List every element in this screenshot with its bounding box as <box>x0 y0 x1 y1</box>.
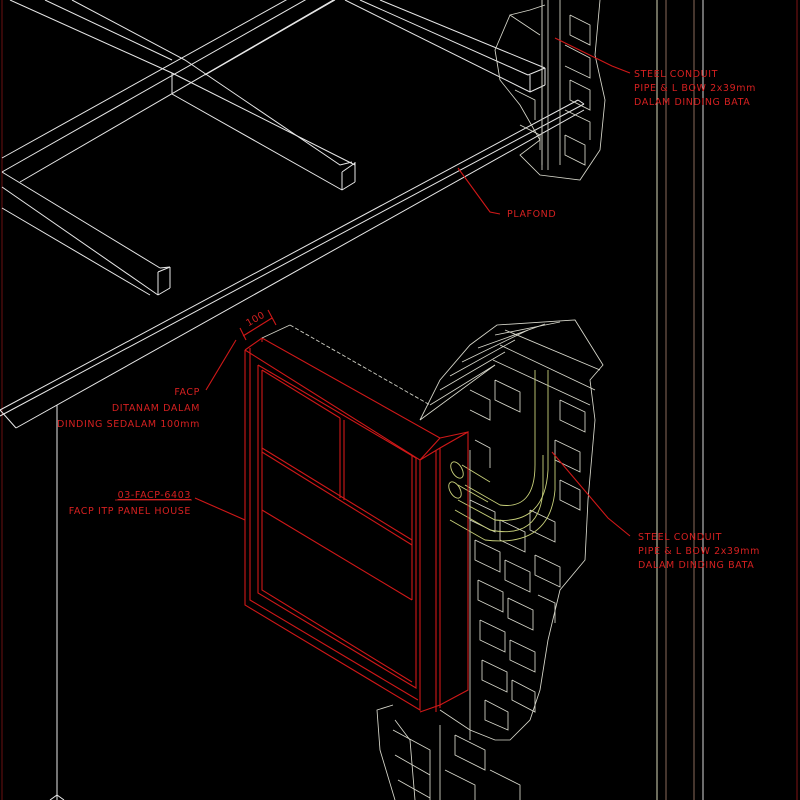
conduit-top-line2: PIPE & L BOW 2x39mm <box>634 83 756 94</box>
brick-wall-bottom <box>376 704 521 800</box>
panel-tag-name: FACP ITP PANEL HOUSE <box>69 506 191 517</box>
annotation-plafond: PLAFOND <box>507 209 556 220</box>
leader-lines <box>194 37 631 537</box>
conduit-bottom-line1: STEEL CONDUIT <box>638 532 722 543</box>
ceiling-joist-grid <box>1 0 546 296</box>
facp-depth-line3: DINDING SEDALAM 100mm <box>57 419 200 430</box>
plafond-label: PLAFOND <box>507 209 556 220</box>
facp-panel <box>244 324 469 713</box>
brick-wall-top <box>494 0 606 181</box>
dimension-100-label: 100 <box>244 310 267 329</box>
annotation-conduit-top: STEEL CONDUIT PIPE & L BOW 2x39mm DALAM … <box>634 69 756 108</box>
conduit-top-line3: DALAM DINDING BATA <box>634 97 750 108</box>
column-lines <box>656 0 798 800</box>
dimension-100: 100 <box>239 310 277 341</box>
plafond-ceiling-plane <box>0 99 585 429</box>
annotation-panel-tag: 03-FACP-6403 FACP ITP PANEL HOUSE <box>69 490 192 517</box>
brick-wall-middle <box>419 319 604 741</box>
wall-base-mark <box>49 794 65 800</box>
panel-tag-code: 03-FACP-6403 <box>118 490 191 501</box>
annotation-conduit-bottom: STEEL CONDUIT PIPE & L BOW 2x39mm DALAM … <box>638 532 760 571</box>
conduit-top-line1: STEEL CONDUIT <box>634 69 718 80</box>
annotation-facp-depth: FACP DITANAM DALAM DINDING SEDALAM 100mm <box>57 387 200 430</box>
facp-depth-line2: DITANAM DALAM <box>112 403 200 414</box>
facp-depth-line1: FACP <box>174 387 200 398</box>
conduit-bottom-line2: PIPE & L BOW 2x39mm <box>638 546 760 557</box>
conduit-pipe-top <box>541 0 549 170</box>
conduit-l-bow <box>448 370 556 542</box>
conduit-bottom-line3: DALAM DINDING BATA <box>638 560 754 571</box>
